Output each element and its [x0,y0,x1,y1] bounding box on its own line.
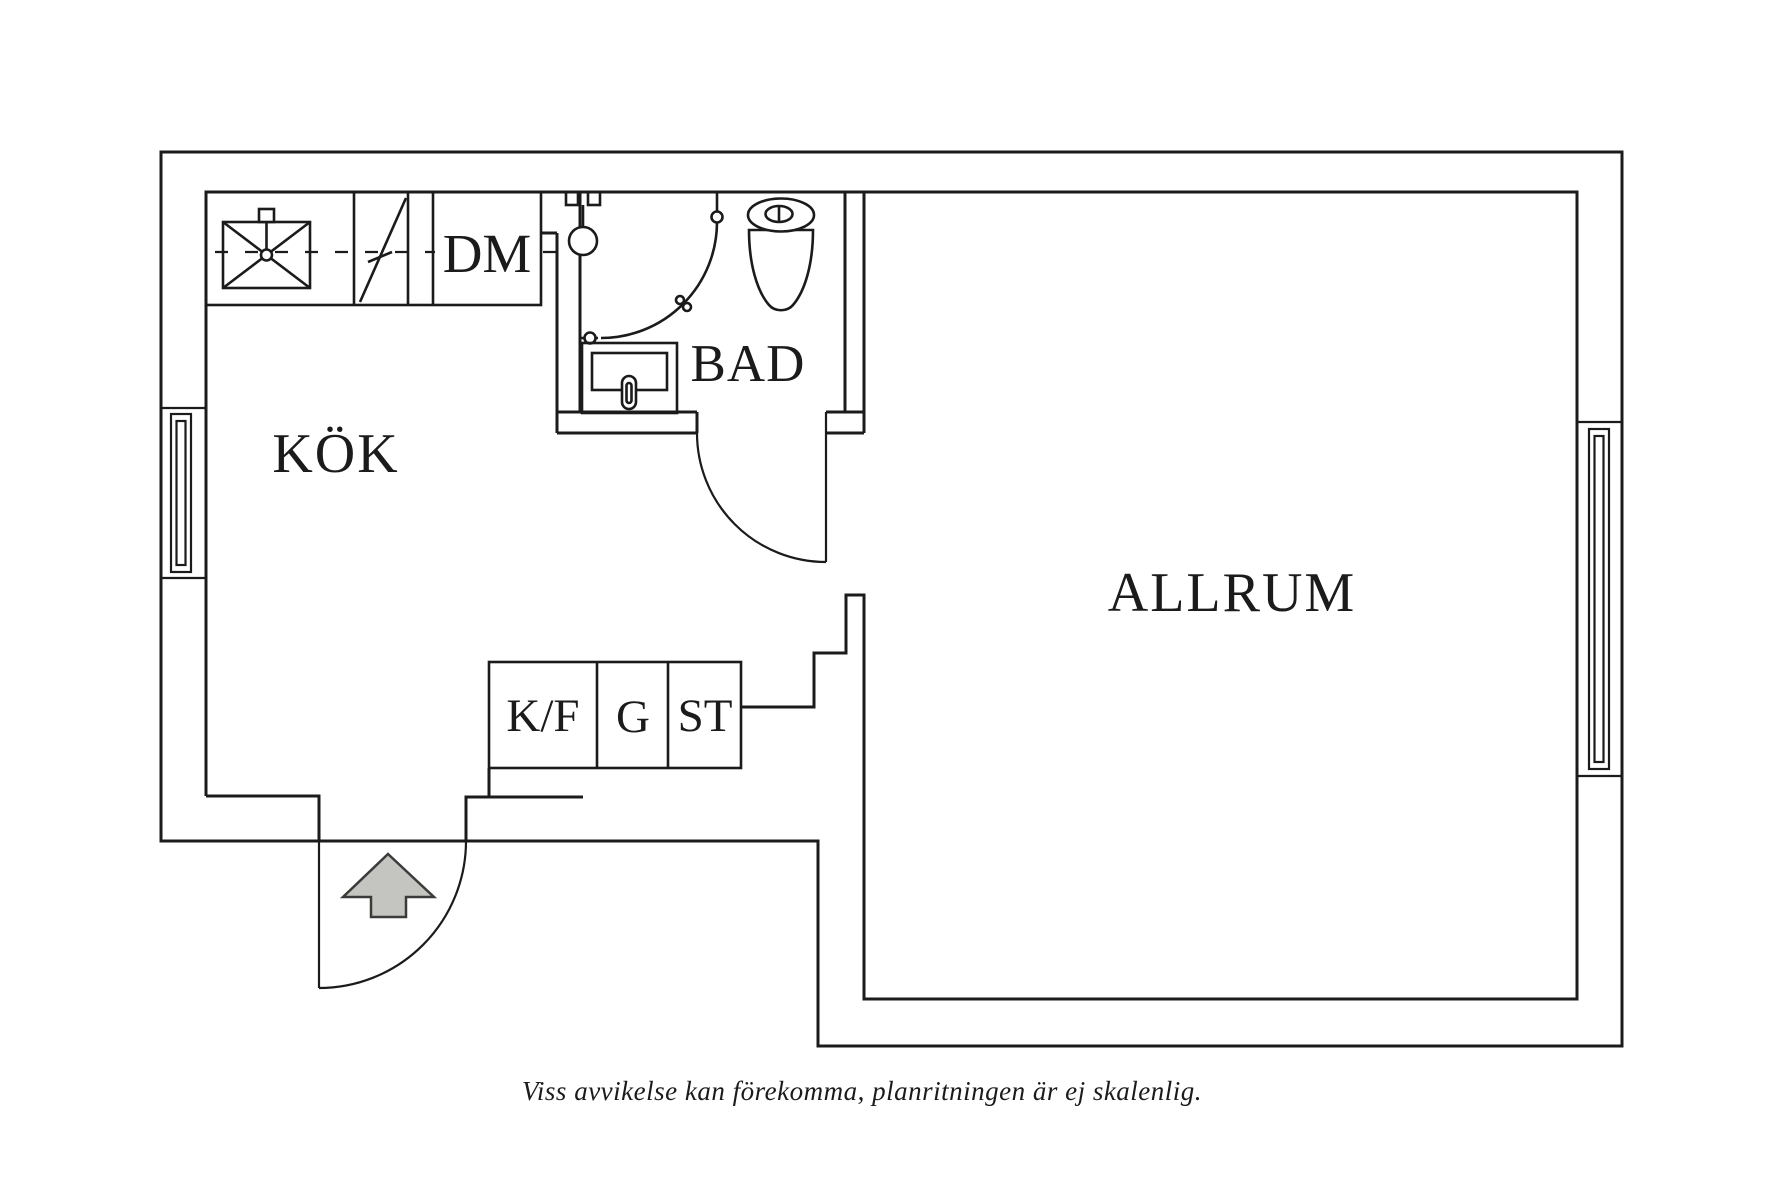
room-label-living-room: ALLRUM [1108,562,1356,624]
dishwasher-label: DM [443,223,532,284]
entrance-arrow-icon [339,852,438,919]
toilet-icon [746,197,816,312]
window-right [1577,420,1622,778]
stove-icon [358,197,408,303]
fridge-freezer-label: K/F [506,690,579,742]
room-label-bathroom: BAD [691,335,806,393]
cabinet-row [487,660,743,770]
closet-label: ST [678,690,733,742]
washbasin-icon [580,341,679,415]
disclaimer-caption: Viss avvikelse kan förekomma, planritnin… [522,1076,1202,1106]
kitchen-counter [204,190,557,307]
entrance-door [317,840,468,990]
inner-walls [204,190,1579,1001]
shower-icon [564,190,724,345]
room-label-kitchen: KÖK [272,423,399,485]
outer-wall [159,150,1624,1048]
cabinet-label: G [616,691,650,743]
window-left [160,406,206,580]
bathroom-door [695,412,828,564]
kitchen-sink-icon [221,207,312,290]
